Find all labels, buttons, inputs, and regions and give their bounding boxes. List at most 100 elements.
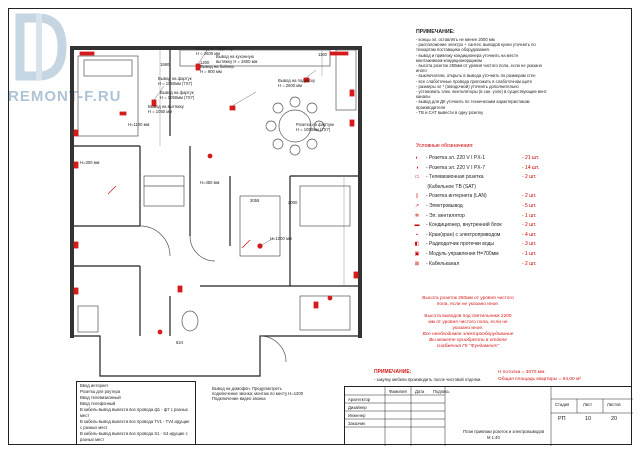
legend-label: - Розетка эл. 220 V I PX-1 [426,155,485,161]
legend-symbol-icon: ▯ [415,193,419,200]
label-h300: Н=300 мм [80,160,100,165]
legend-symbol-icon: ◐ [415,155,419,161]
sheet-value: 10 [585,416,592,422]
legend-label: - Кран(кран) с электроприводом [426,231,501,238]
sheet-header: Лист [583,402,593,407]
legend-symbol-icon: ▪ [416,231,418,238]
label-podvesnoy-top: Вывод на подвеску Н = 2600 мм [196,46,234,56]
dim-1160: 1160 [318,52,328,57]
drawing-sheet [8,8,632,445]
dim-1590: 1590 [160,62,170,67]
legend-count: - 2 шт. [522,174,537,181]
plan-scale: М 1:40 [487,435,500,440]
stage-value: РП [558,416,566,422]
row-arkhitektor: Архитектор [348,397,371,402]
note-line: иного [416,68,427,74]
legend-item: (Кабельное ТВ (SAT) [412,183,476,191]
bottom-left-line: мест [80,413,90,418]
legend-count: - 1 шт. [522,212,537,219]
legend-label: - Розетка эл. 220 V I PX-7 [426,164,485,171]
note-line: каналы [416,94,431,100]
legend-label: - Кабельканал [426,260,460,267]
legend-symbol-icon: ▣ [414,251,420,257]
legend-symbol-icon: ↗ [414,203,420,209]
legend-count: - 2 шт. [522,260,537,267]
legend-title: Условные обозначения: [416,143,474,149]
bottom-left-notes-box [76,381,196,445]
note-line: - выключатели, открыть в вывода уточнить… [416,73,536,79]
legend-item: ◧ - Радиодатчик протечки воды - 3 шт. [412,240,537,248]
bottom-left-line: Ввод интернет [80,383,109,388]
ceiling-height: Н потолка = 3070 мм [498,370,545,375]
row-inzhener: Инженер [348,413,366,418]
col-familiya: Фамилия [389,389,407,394]
bottom-left-line: Ввод телефонный [80,401,116,406]
legend-symbol-icon: ✲ [414,212,420,219]
bottom-left-line: В кабель-вывод вывести все провода S1 - … [80,431,188,436]
red-note-line: Все необходимое электрооборудование [422,332,514,337]
brand-logo-icon [15,13,67,81]
legend-count: - 14 шт. [522,164,540,171]
red-note-line: снабжения ГК "Фундамент" [436,344,500,349]
legend-count: - 2 шт. [522,222,537,229]
legend-symbol-icon: ◧ [414,241,420,248]
legend-label: - Модуль управления Н=700мм [426,251,499,257]
legend-item: ✲ - Эл. вентилятор - 1 шт. [412,212,536,220]
bottom-left-line: Розетка для роутера [80,389,121,394]
legend-count: - 1 шт. [522,251,537,257]
legend-label: - Эл. вентилятор [426,212,465,219]
row-zakazchik: Заказчик [348,421,366,426]
red-note-line: Высота выводов под светильники 2200 [424,314,512,319]
bottom-left-line: Ввод телевизионный [80,395,121,400]
legend-item: ◑ - Розетка эл. 220 V I PX-7 - 14 шт. [412,164,539,172]
note-line: - установить элек. вентиляторы (в сан. у… [416,89,548,94]
total-area: Общая площадь квартиры = 64,00 м² [498,377,581,382]
legend-label: - Кондиционер, внутренний блок [426,222,502,229]
label-vytyazhka: Вывод на вытяжку Н = 1050 мм [148,104,184,114]
row-dizayner: Дизайнер [348,405,367,410]
legend-symbol-icon: ▭ [414,174,420,181]
dim-2000: 2000 [288,200,298,205]
legend-count: - 21 шт. [522,155,540,161]
plan-title: План привязки розеток и электровыводов [463,429,545,434]
red-note-line: пола, если не указано иное. [436,302,500,307]
watermark: REMONT-F.RU [8,88,122,105]
note-line: - высота розеток 250мм от уровня чистого… [416,63,543,68]
legend-count: - 3 шт. [522,241,537,248]
label-kuhnya: Вывод на кухонную вытяжку Н = 2600 мм [216,54,258,64]
label-h1000: Н=1000 мм [270,236,292,241]
legend-item: ▯- Розетка интернета (LAN)- 2 шт. [412,192,537,200]
col-podpis: Подпись [433,389,450,394]
notes-title: ПРИМЕЧАНИЕ: [416,29,455,35]
legend-item: ▪ - Кран(кран) с электроприводом - 4 шт. [412,231,536,239]
dim-624: 624 [176,340,183,345]
legend-symbol-icon: ◑ [415,164,419,171]
bottom-left-line: с разных мест [80,425,108,430]
note-line: - вывод для ДК уточнить по техническим х… [416,99,530,105]
red-note-line: указано иное. [452,326,484,331]
legend-label: - Радиодатчик протечки воды [426,241,495,248]
label-fartuk-2: Вывод на фартук Н = 1050мм (7Х7) [160,90,195,100]
sheets-header: Листов [607,402,621,407]
legend-label: - Розетка интернета (LAN) [426,193,487,200]
legend-count: - 5 шт. [522,203,537,209]
legend-item: ▣ - Модуль управления Н=700мм - 1 шт. [412,250,537,258]
red-note-line: Вы можете приобрести в отделе [429,338,507,343]
bottom-left-line: разных мест [80,437,105,442]
note-line: - расположение электро + сантех. выводов… [416,42,536,48]
note-line: - размеры эл * (звездочкой) уточнить доп… [416,83,519,89]
legend-count: - 4 шт. [522,231,537,238]
sheets-value: 20 [611,416,618,422]
title-block: Фамилия Дата Подпись Архитектор Дизайнер… [344,386,633,446]
label-fartuk-1: Вывод на фартук Н = 1050мм (7Х7) [158,76,193,86]
label-domofon: Вывод на домофон. Предусмотреть подключе… [212,386,304,401]
note-line: - все слаботочные провода проложить в сл… [416,78,533,84]
bottom-left-line: В кабель-вывод вывести все провода TV1 -… [80,419,190,424]
bottom-note-text: - закупку мебели производить после чисто… [374,377,482,382]
red-note-line: мм от уровня чистого пола, если не [428,320,508,325]
stage-header: Стадия [555,402,570,407]
legend-symbol-icon: ⊠ [414,260,420,267]
legend-label: - Телевизионная розетка [426,174,484,181]
legend-item: ▭ - Телевизионная розетка - 2 шт. [412,173,537,181]
label-stol: Розетка на фартуке Н = 1050мм (7Х7) [296,122,335,132]
